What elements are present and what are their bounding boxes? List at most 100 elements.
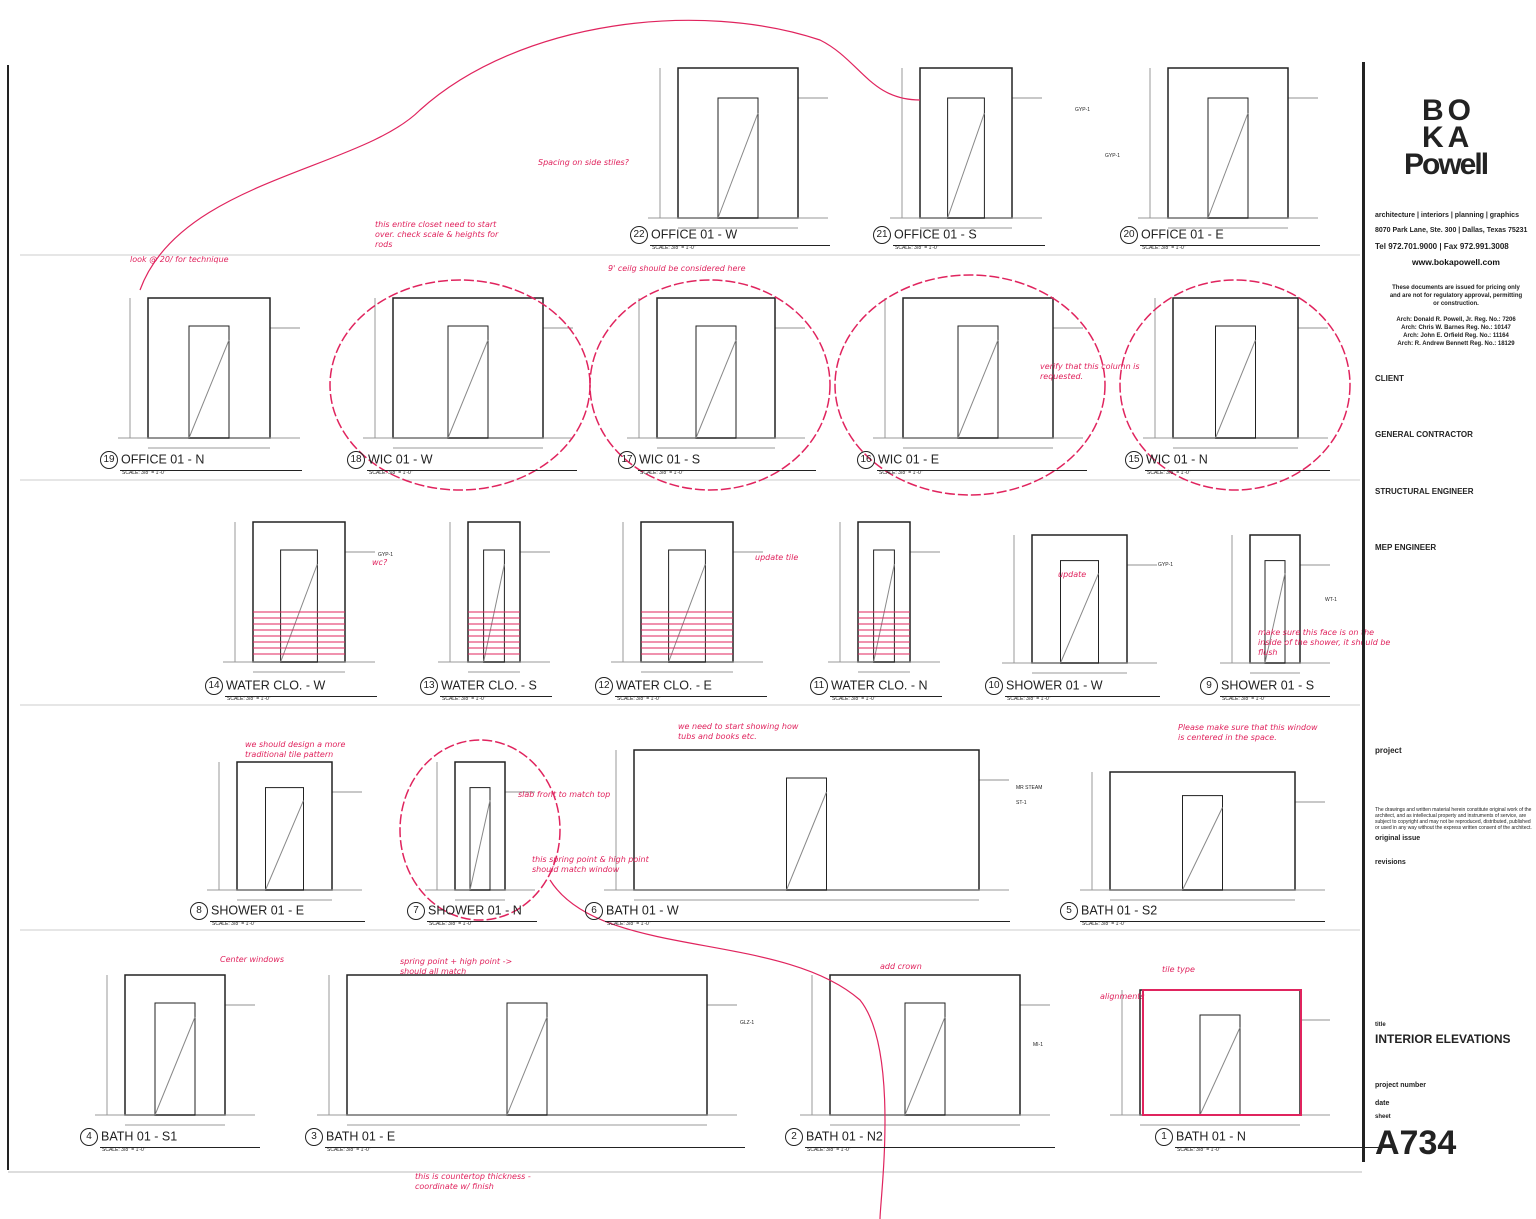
elevation-name: WIC 01 - E [878, 452, 940, 467]
door-hatch [447, 339, 489, 439]
elevation-number: 6 [585, 902, 603, 920]
structural-label: STRUCTURAL ENGINEER [1375, 487, 1474, 496]
door-opening [668, 549, 706, 663]
original-issue-label: original issue [1375, 835, 1421, 842]
architect-4: Arch: R. Andrew Bennett Reg. No.: 18129 [1397, 341, 1515, 347]
title-underline [893, 245, 1045, 246]
elevation-scale: SCALE: 3/8" = 1'-0" [1177, 1147, 1221, 1153]
elevation-scale: SCALE: 3/8" = 1'-0" [122, 470, 166, 476]
date-label: date [1375, 1100, 1390, 1107]
elevation-scale: SCALE: 3/8" = 1'-0" [442, 696, 486, 702]
door-hatch [957, 339, 999, 439]
door-hatch [469, 800, 491, 891]
door-opening [265, 787, 304, 891]
door-hatch [265, 800, 304, 891]
title-underline [805, 1147, 1055, 1148]
door-opening [957, 325, 999, 439]
elevation-20 [1138, 67, 1318, 229]
title-underline [615, 696, 767, 697]
title-underline [120, 470, 302, 471]
architect-3: Arch: John E. Orfield Reg. No.: 11164 [1403, 333, 1509, 339]
door-opening [1182, 795, 1223, 891]
elevation-10 [1002, 534, 1157, 674]
redline-note: tile type [1162, 965, 1195, 974]
material-tag: MI-1 [1033, 1042, 1043, 1048]
revision-cloud [1119, 279, 1351, 491]
title-underline [650, 245, 830, 246]
redline-note: verify that this column is requested. [1040, 362, 1140, 381]
revision-cloud [589, 279, 831, 491]
elevation-5 [1080, 771, 1325, 901]
title-block: BO KA Powell architecture | interiors | … [1362, 62, 1536, 1162]
revision-cloud [399, 739, 561, 921]
door-hatch [695, 339, 737, 439]
title-underline [1175, 1147, 1395, 1148]
elevation-outline [640, 521, 734, 663]
logo-line-1: BO [1422, 94, 1475, 127]
architect-1: Arch: Donald R. Powell, Jr. Reg. No.: 72… [1396, 317, 1516, 323]
address: 8070 Park Lane, Ste. 300 | Dallas, Texas… [1375, 227, 1528, 234]
elevation-number: 21 [873, 226, 891, 244]
elevation-outline [467, 521, 521, 663]
elevation-outline [124, 974, 226, 1116]
material-tag: ST-1 [1016, 800, 1027, 806]
elevation-name: BATH 01 - N2 [806, 1129, 883, 1144]
logo-line-2: KA [1422, 121, 1474, 154]
elevation-scale: SCALE: 3/8" = 1'-0" [212, 921, 256, 927]
door-hatch [1182, 807, 1223, 891]
mep-label: MEP ENGINEER [1375, 543, 1437, 552]
elevation-outline [919, 67, 1013, 219]
elevation-name: SHOWER 01 - N [428, 903, 522, 918]
elevation-outline [902, 297, 1054, 439]
phone: Tel 972.701.9000 | Fax 972.991.3008 [1375, 242, 1509, 251]
door-opening [506, 1002, 548, 1116]
elevation-number: 19 [100, 451, 118, 469]
door-hatch [1264, 573, 1286, 664]
redline-note: update [1058, 570, 1087, 579]
elevation-outline [857, 521, 911, 663]
door-opening [188, 325, 230, 439]
elevation-4 [95, 974, 255, 1126]
elevation-outline [1167, 67, 1289, 219]
elevation-16 [873, 297, 1083, 449]
title-underline [427, 921, 537, 922]
elevation-scale: SCALE: 3/8" = 1'-0" [327, 1147, 371, 1153]
redline-note: we should design a more traditional tile… [245, 740, 346, 759]
redline-note: this is countertop thickness - coordinat… [415, 1172, 531, 1191]
door-opening [786, 777, 827, 891]
services: architecture | interiors | planning | gr… [1375, 212, 1519, 219]
elevation-scale: SCALE: 3/8" = 1'-0" [369, 470, 413, 476]
elevation-outline [252, 521, 346, 663]
elevation-name: BATH 01 - S2 [1081, 903, 1158, 918]
logo-line-3: Powell [1404, 148, 1489, 181]
elevation-21 [890, 67, 1042, 229]
redline-note: look @ 20/ for technique [130, 255, 229, 264]
material-tag: GYP-1 [1105, 153, 1121, 159]
website[interactable]: www.bokapowell.com [1411, 257, 1500, 267]
redline-note: add crown [880, 962, 922, 971]
elevation-name: WIC 01 - S [639, 452, 701, 467]
elevation-7 [425, 761, 535, 901]
title-underline [325, 1147, 745, 1148]
door-hatch [506, 1016, 548, 1116]
elevation-scale: SCALE: 3/8" = 1'-0" [879, 470, 923, 476]
elevation-name: WATER CLO. - S [441, 678, 537, 693]
door-opening [1207, 97, 1249, 219]
door-hatch [668, 563, 706, 663]
elevation-3 [317, 974, 737, 1126]
markup-leader-curve [139, 19, 921, 291]
elevation-number: 7 [407, 902, 425, 920]
elevation-number: 15 [1125, 451, 1143, 469]
architects: Arch: Donald R. Powell, Jr. Reg. No.: 72… [1375, 316, 1536, 348]
door-opening [947, 97, 985, 219]
elevation-name: OFFICE 01 - N [121, 452, 205, 467]
title-underline [877, 470, 1087, 471]
